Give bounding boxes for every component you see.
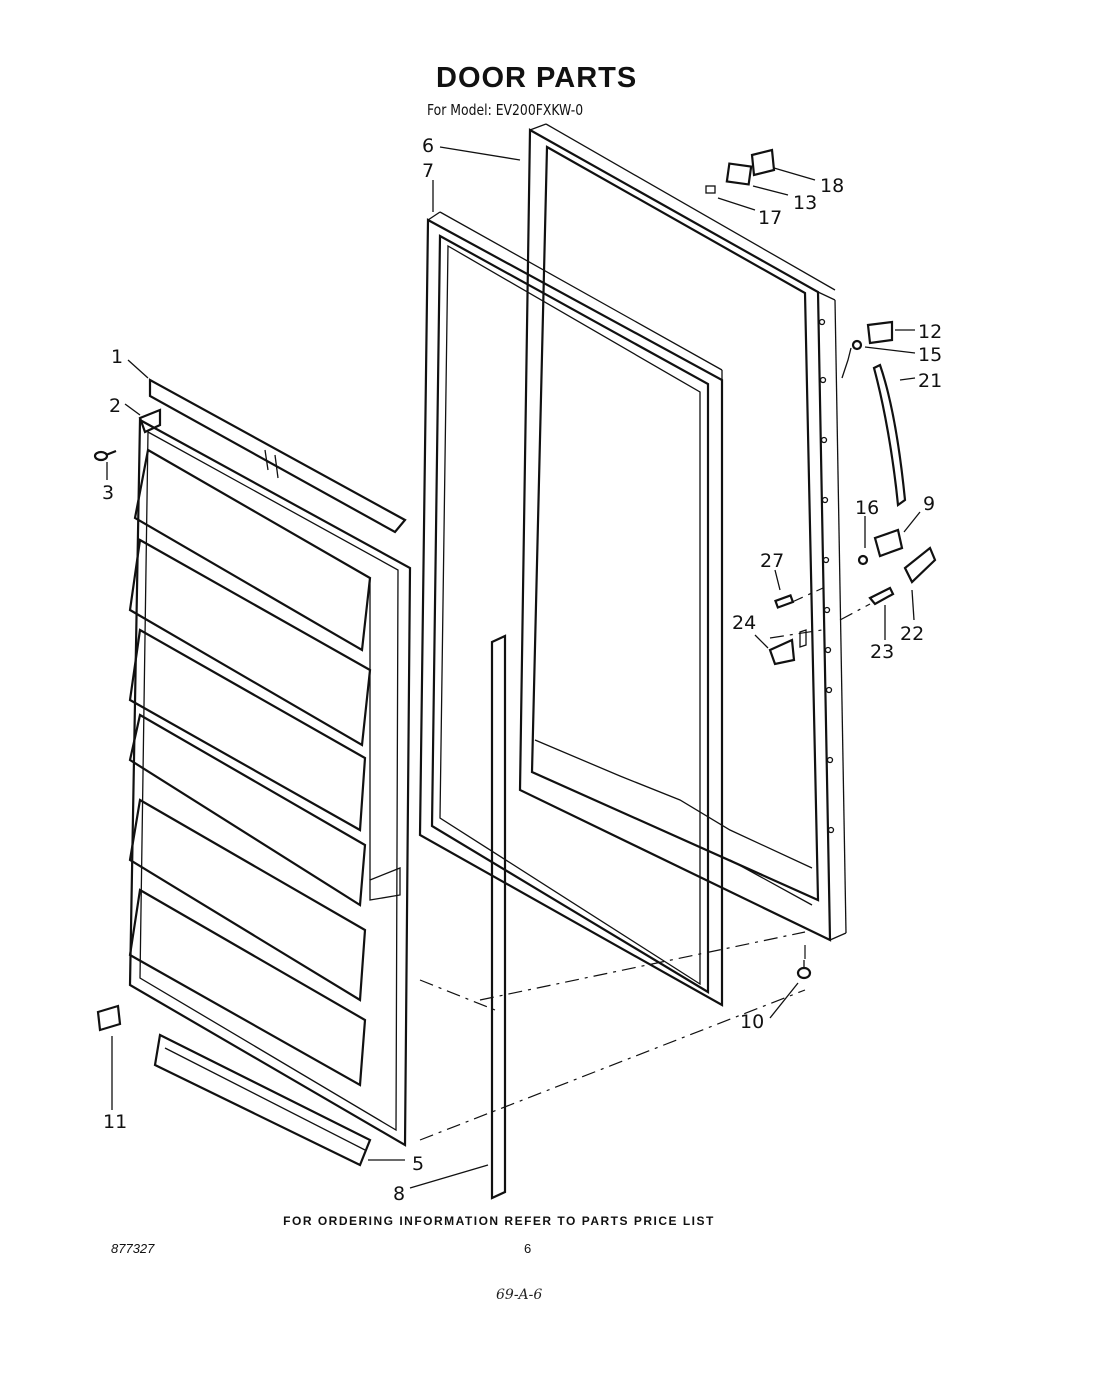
- callout-15: 15: [918, 344, 942, 366]
- handwritten-code: 69-A-6: [496, 1287, 543, 1303]
- callout-22: 22: [900, 623, 924, 645]
- callout-16: 16: [855, 497, 879, 519]
- callout-8: 8: [393, 1183, 405, 1205]
- ordering-note-text: FOR ORDERING INFORMATION REFER TO PARTS …: [283, 1214, 715, 1228]
- callout-18: 18: [820, 175, 844, 197]
- callout-23: 23: [870, 641, 894, 663]
- door-gasket: [418, 211, 724, 1007]
- outer-door-panel: [518, 123, 847, 942]
- callout-numbers: 1 2 3 5 6 7 8 9 10 11 12 13 15 16 17 18 …: [102, 135, 942, 1205]
- callout-21: 21: [918, 370, 942, 392]
- reference-number: 877327: [111, 1241, 155, 1256]
- callout-1: 1: [111, 346, 123, 368]
- hardware-cluster: [705, 148, 937, 980]
- callout-leaders: [106, 146, 921, 1189]
- diagram-title: DOOR PARTS: [436, 62, 638, 94]
- inner-door-liner: [128, 418, 412, 1147]
- callout-27: 27: [760, 550, 784, 572]
- callout-13: 13: [793, 192, 817, 214]
- callout-7: 7: [422, 160, 434, 182]
- callout-2: 2: [109, 395, 121, 417]
- callout-10: 10: [740, 1011, 764, 1033]
- top-trim-strip: [148, 378, 407, 534]
- vertical-strip: [490, 634, 507, 1200]
- callout-9: 9: [923, 493, 935, 515]
- assembly-lines: [419, 587, 871, 1141]
- callout-6: 6: [422, 135, 434, 157]
- callout-5: 5: [412, 1153, 424, 1175]
- ordering-note: FOR ORDERING INFORMATION REFER TO PARTS …: [0, 1214, 1108, 1228]
- callout-12: 12: [918, 321, 942, 343]
- callout-17: 17: [758, 207, 782, 229]
- side-holes: [818, 318, 835, 834]
- callout-3: 3: [102, 482, 114, 504]
- screw-3: [93, 449, 117, 462]
- bottom-trim: [153, 1033, 372, 1167]
- callout-24: 24: [732, 612, 756, 634]
- callout-11: 11: [103, 1111, 127, 1133]
- page-number: 6: [524, 1241, 532, 1256]
- model-subtitle: For Model: EV200FXKW-0: [427, 101, 584, 119]
- clip-11: [96, 1004, 122, 1032]
- top-cap: [138, 408, 162, 434]
